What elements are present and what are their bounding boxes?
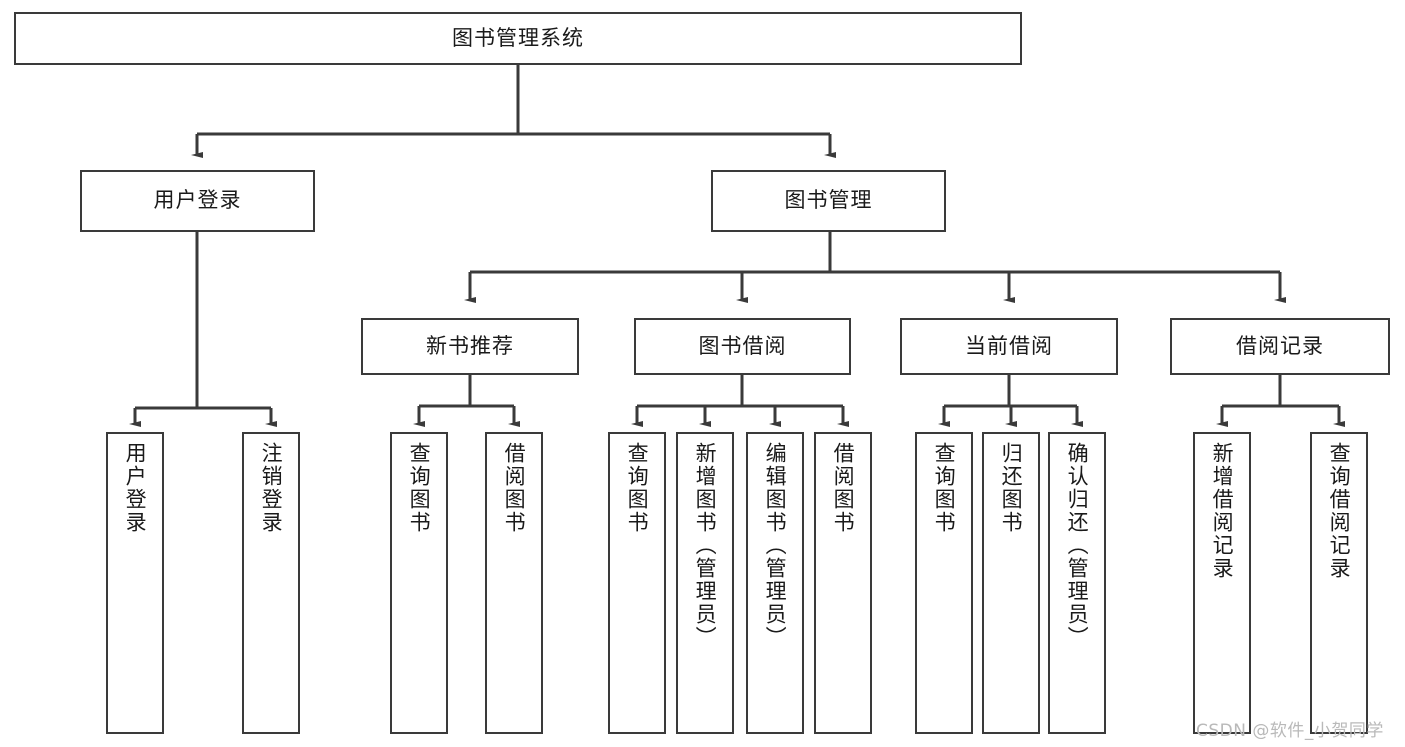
- leaf-current-borrow-query[interactable]: 查询图书: [915, 432, 973, 734]
- leaf-book-borrow-add[interactable]: 新增图书（管理员）: [676, 432, 734, 734]
- node-user-login[interactable]: 用户登录: [80, 170, 315, 232]
- node-label: 归还图书: [999, 442, 1024, 534]
- node-label: 用户登录: [153, 188, 242, 213]
- leaf-book-borrow-lend[interactable]: 借阅图书: [814, 432, 872, 734]
- node-label: 编辑图书（管理员）: [763, 442, 788, 649]
- leaf-book-borrow-query[interactable]: 查询图书: [608, 432, 666, 734]
- node-label: 图书借阅: [698, 333, 787, 358]
- node-label: 当前借阅: [965, 333, 1053, 358]
- node-label: 新书推荐: [426, 333, 514, 358]
- node-label: 新增借阅记录: [1210, 442, 1235, 580]
- node-label: 借阅记录: [1236, 333, 1324, 358]
- node-label: 图书管理: [784, 188, 873, 213]
- leaf-new-book-query[interactable]: 查询图书: [390, 432, 448, 734]
- leaf-current-borrow-confirm-return[interactable]: 确认归还（管理员）: [1048, 432, 1106, 734]
- node-book-management[interactable]: 图书管理: [711, 170, 946, 232]
- leaf-borrow-record-add[interactable]: 新增借阅记录: [1193, 432, 1251, 734]
- node-label: 借阅图书: [831, 442, 856, 534]
- node-book-borrow[interactable]: 图书借阅: [634, 318, 851, 375]
- node-label: 查询图书: [625, 442, 650, 534]
- node-new-book-recommend[interactable]: 新书推荐: [361, 318, 579, 375]
- leaf-user-login-signin[interactable]: 用户登录: [106, 432, 164, 734]
- node-root-system[interactable]: 图书管理系统: [14, 12, 1022, 65]
- leaf-borrow-record-query[interactable]: 查询借阅记录: [1310, 432, 1368, 734]
- leaf-user-login-signout[interactable]: 注销登录: [242, 432, 300, 734]
- node-label: 查询图书: [407, 442, 432, 534]
- leaf-current-borrow-return[interactable]: 归还图书: [982, 432, 1040, 734]
- csdn-watermark: CSDN @软件_小贺同学: [1196, 721, 1384, 741]
- node-label: 注销登录: [259, 442, 284, 534]
- node-label: 查询图书: [932, 442, 957, 534]
- node-label: 查询借阅记录: [1327, 442, 1352, 580]
- node-borrow-records[interactable]: 借阅记录: [1170, 318, 1390, 375]
- node-label: 借阅图书: [502, 442, 527, 534]
- node-label: 确认归还（管理员）: [1065, 442, 1090, 649]
- node-current-borrow[interactable]: 当前借阅: [900, 318, 1118, 375]
- leaf-book-borrow-edit[interactable]: 编辑图书（管理员）: [746, 432, 804, 734]
- node-label: 用户登录: [123, 442, 148, 534]
- node-label: 新增图书（管理员）: [693, 442, 718, 649]
- node-label: 图书管理系统: [452, 25, 584, 50]
- leaf-new-book-borrow[interactable]: 借阅图书: [485, 432, 543, 734]
